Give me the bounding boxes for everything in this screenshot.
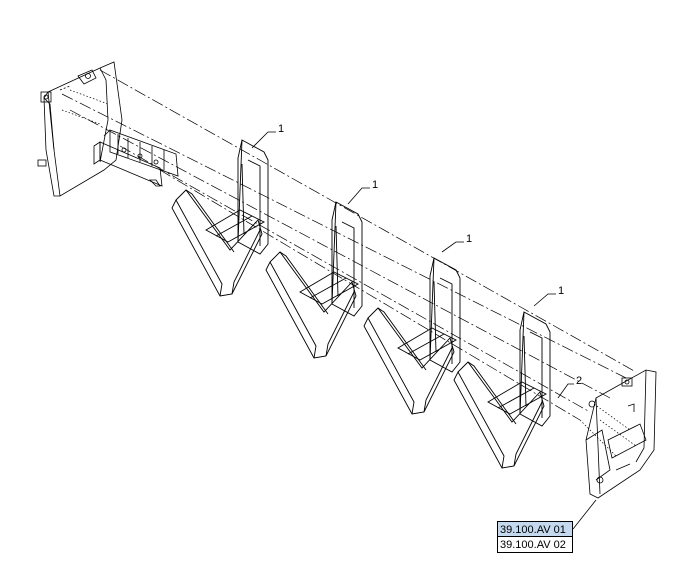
- v-divider-3: [363, 257, 461, 415]
- assembly-lines: [61, 69, 637, 421]
- callout-item-1-c: 1: [466, 233, 472, 245]
- v-divider-4: [453, 311, 551, 469]
- callout-item-1-d: 1: [558, 285, 564, 297]
- callout-item-2: 2: [576, 375, 582, 387]
- callout-leaders: [251, 131, 597, 530]
- reference-link-2[interactable]: 39.100.AV 02: [497, 537, 573, 553]
- callout-item-1-a: 1: [278, 123, 284, 135]
- right-end-plate: [585, 369, 657, 499]
- v-divider-2: [265, 201, 363, 359]
- left-end-plate: [37, 61, 123, 197]
- callout-item-1-b: 1: [372, 179, 378, 191]
- v-divider-1: [171, 139, 269, 297]
- left-bracket-assembly: [93, 129, 179, 187]
- reference-link-1[interactable]: 39.100.AV 01: [497, 521, 573, 537]
